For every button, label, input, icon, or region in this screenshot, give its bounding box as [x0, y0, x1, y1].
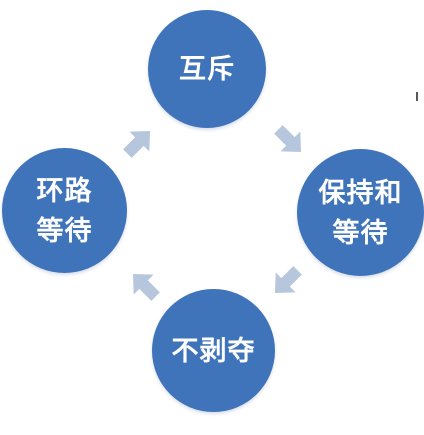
mutual-exclusion-node: 互斥 — [148, 10, 266, 128]
no-preemption-label: 不剥夺 — [171, 335, 256, 367]
arrow-right-to-bottom — [274, 266, 302, 294]
arrow-bottom-to-left — [132, 273, 160, 301]
arrow-left-to-top — [123, 130, 151, 158]
circular-wait-node: 环路 等待 — [2, 148, 127, 273]
hold-and-wait-label: 保持和 等待 — [318, 178, 403, 249]
arrow-top-to-right — [274, 125, 302, 153]
mutual-exclusion-label: 互斥 — [179, 54, 235, 86]
circular-wait-label: 环路 等待 — [36, 176, 93, 247]
hold-and-wait-node: 保持和 等待 — [297, 149, 424, 276]
no-preemption-node: 不剥夺 — [152, 289, 275, 412]
edge-mark — [416, 92, 418, 101]
